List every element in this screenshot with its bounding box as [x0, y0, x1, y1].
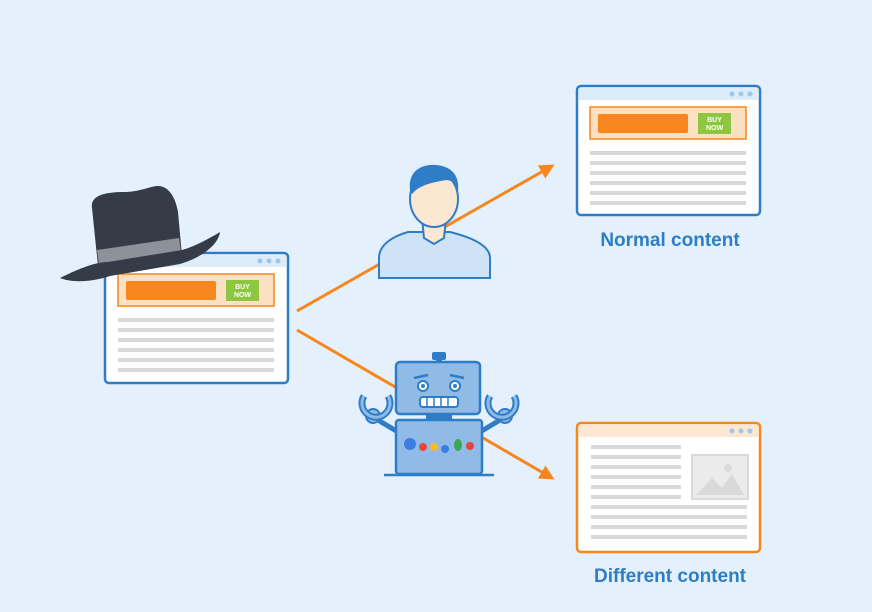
buy-now-button — [698, 113, 731, 134]
window-dot — [729, 91, 735, 97]
window-dot — [747, 428, 753, 434]
buy-now-button — [226, 280, 259, 301]
text-lines — [591, 445, 747, 539]
hat-icon — [60, 186, 220, 282]
banner-bar — [126, 281, 216, 300]
source-webpage: BUY NOW — [103, 251, 290, 385]
image-placeholder-icon — [691, 454, 749, 500]
banner-bar — [598, 114, 688, 133]
window-dot — [266, 258, 272, 264]
buy-now-label-line2: NOW — [706, 125, 724, 132]
normal-content-caption: Normal content — [600, 230, 740, 251]
window-dot — [738, 91, 744, 97]
window-dot — [275, 258, 281, 264]
window-dot — [738, 428, 744, 434]
robot-icon — [358, 352, 520, 477]
window-dot — [257, 258, 263, 264]
buy-now-label-line2: NOW — [234, 292, 252, 299]
different-content-webpage — [575, 421, 762, 554]
different-content-caption: Different content — [594, 566, 746, 587]
buy-now-label-line1: BUY — [707, 117, 722, 124]
user-icon — [378, 164, 491, 279]
text-lines — [118, 318, 274, 372]
window-dot — [747, 91, 753, 97]
window-dot — [729, 428, 735, 434]
text-lines — [590, 151, 746, 205]
normal-content-webpage: BUY NOW — [575, 84, 762, 217]
buy-now-label-line1: BUY — [235, 284, 250, 291]
